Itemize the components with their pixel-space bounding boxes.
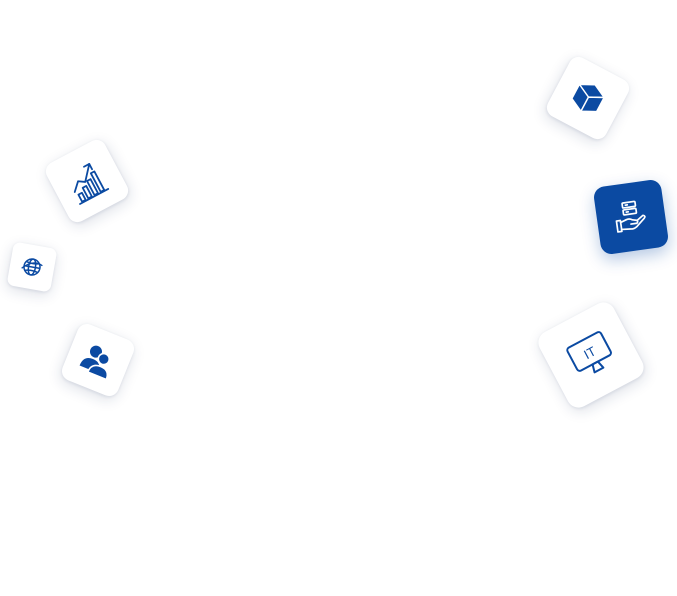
users-tile <box>58 320 138 400</box>
it-monitor-tile: IT <box>534 298 648 412</box>
it-monitor-icon: IT <box>566 331 612 374</box>
cube-tile <box>543 53 633 143</box>
growth-chart-tile <box>42 136 132 226</box>
hand-server-icon <box>615 200 646 233</box>
growth-chart-icon <box>73 163 110 205</box>
users-icon <box>79 345 111 381</box>
it-label: IT <box>581 343 598 362</box>
globe-tile <box>6 241 58 293</box>
globe-icon <box>21 258 43 276</box>
hand-server-tile <box>592 178 670 256</box>
cube-icon <box>571 83 605 113</box>
